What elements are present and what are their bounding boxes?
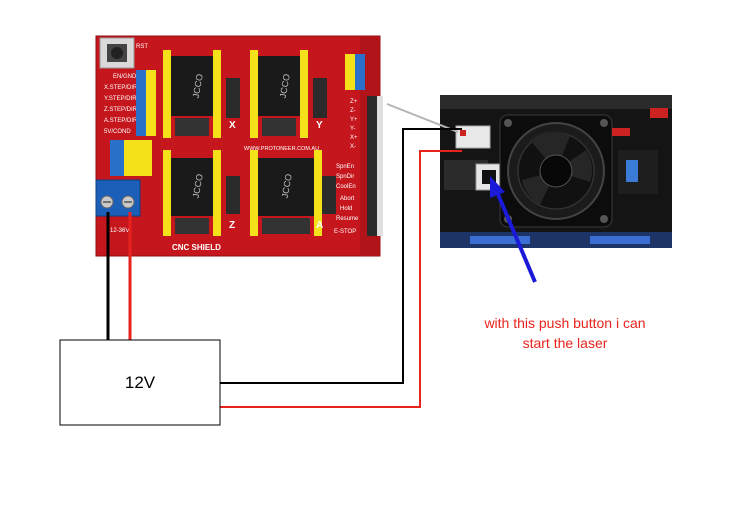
laser-connector [455,125,491,149]
axis-label-a: A [316,220,323,231]
pin-label-x-plus: X+ [350,135,358,141]
pin-label-resume: Resume [336,216,359,222]
signal-wire [386,103,459,133]
pin-label-hold: Hold [340,206,352,212]
power-terminal-label: 12-36V [110,228,129,234]
left-pin-labels: EN/GND X.STEP/DIR Y.STEP/DIR Z.STEP/DIR … [104,74,138,135]
pin-label-en-gnd: EN/GND [113,74,137,80]
pin-label-spndir: SpnDir [336,174,354,180]
axis-label-x: X [229,120,236,131]
pin-label-z-plus: Z+ [350,99,358,105]
stepper-driver-y: JCCO [250,50,308,138]
endstop-header [345,54,383,236]
wiring [106,103,462,408]
arrow-icon [490,176,537,283]
pin-label-a-step: A.STEP/DIR [104,118,138,124]
pin-label-z-step: Z.STEP/DIR [104,107,138,113]
pin-label-x-step: X.STEP/DIR [104,85,138,91]
power-terminal: 12-36V [95,179,141,234]
motor-connectors [226,78,336,214]
axis-label-z: Z [229,220,235,231]
driver-chip-label-x: JCCO [191,73,205,99]
annotation-line-2: start the laser [522,335,608,351]
axis-labels: X Y Z A [229,120,323,231]
board-title: CNC SHIELD [172,243,221,252]
driver-chip-label-z: JCCO [191,173,205,199]
pin-label-abort: Abort [340,196,355,202]
annotation-text: with this push button i can start the la… [445,313,685,353]
right-pin-labels: Z+ Z- Y+ Y- X+ X- SpnEn SpnDir CoolEn Ab… [334,99,359,235]
pin-label-spnen: SpnEn [336,164,354,170]
annotation-line-1: with this push button i can [484,315,646,331]
laser-power-black-wire [220,128,462,384]
pin-label-y-minus: Y- [350,126,355,132]
laser-power-red-wire [220,150,462,408]
laser-module-photo [440,95,672,248]
driver-chip-label-a: JCCO [280,173,294,199]
pin-label-coolen: CoolEn [336,184,356,190]
left-pin-header [110,70,156,176]
stepper-driver-a: JCCO [250,150,322,236]
pin-label-estop: E-STOP [334,229,356,235]
reset-label: RST [136,44,148,50]
cooling-fan-icon [499,114,613,228]
pin-label-z-minus: Z- [350,108,356,114]
cnc-shield-board: RST EN/GND X.STEP/DIR Y.STEP/DIR Z.STEP/… [95,35,383,257]
reset-button: RST [99,37,148,69]
power-supply-box [59,339,221,426]
pin-label-5v: 5V/COND [104,129,131,135]
pin-label-y-step: Y.STEP/DIR [104,96,137,102]
axis-label-y: Y [316,120,323,131]
pin-label-y-plus: Y+ [350,117,358,123]
stepper-driver-x: JCCO [163,50,221,138]
pin-label-x-minus: X- [350,144,356,150]
stepper-driver-z: JCCO [163,150,221,236]
manufacturer-url: WWW.PROTONEER.COM.AU [244,146,319,152]
driver-chip-label-y: JCCO [278,73,292,99]
